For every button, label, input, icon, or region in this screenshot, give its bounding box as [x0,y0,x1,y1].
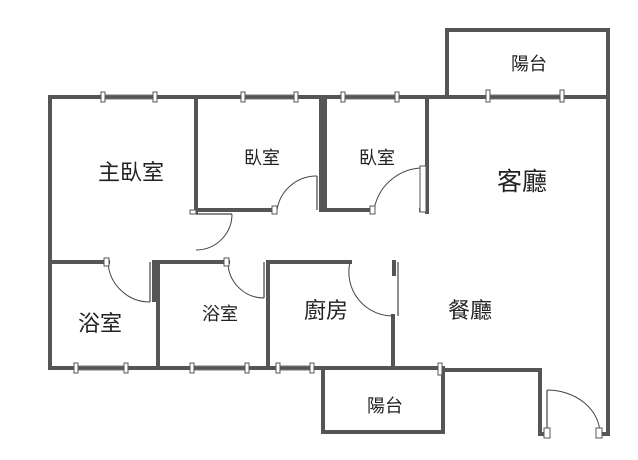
wall-bottom-right-b [441,368,549,436]
room-label-living-room: 客廳 [496,167,548,196]
window-bedroom1-top [243,94,296,100]
window-kitchen-bottom [278,365,312,371]
room-label-master-bedroom: 主臥室 [97,161,165,186]
wall-top-right [425,95,610,436]
room-label-balcony-bottom: 陽台 [367,396,403,417]
window-bath1-bottom [76,365,126,371]
window-bedroom2-top [343,94,397,100]
room-label-bedroom-1: 臥室 [244,148,280,169]
window-living-top [488,94,562,100]
wall-outer-left [48,95,160,370]
walls [48,28,610,436]
room-label-kitchen: 廚房 [303,299,349,324]
windows [73,89,565,376]
window-master-top [103,94,155,100]
room-label-balcony-top: 陽台 [511,54,547,75]
room-label-bathroom-1: 浴室 [77,312,123,337]
room-label-bedroom-2: 臥室 [359,148,395,169]
room-label-dining-room: 餐廳 [447,299,493,324]
wall-balcony-top [445,28,610,99]
wall-bottom-mid [156,314,395,370]
wall-balcony-bottom [321,368,445,434]
room-label-bathroom-2: 浴室 [202,304,238,325]
doors [103,165,603,439]
window-bath2-bottom [192,365,247,371]
wall-bedroom2-left [323,95,374,212]
